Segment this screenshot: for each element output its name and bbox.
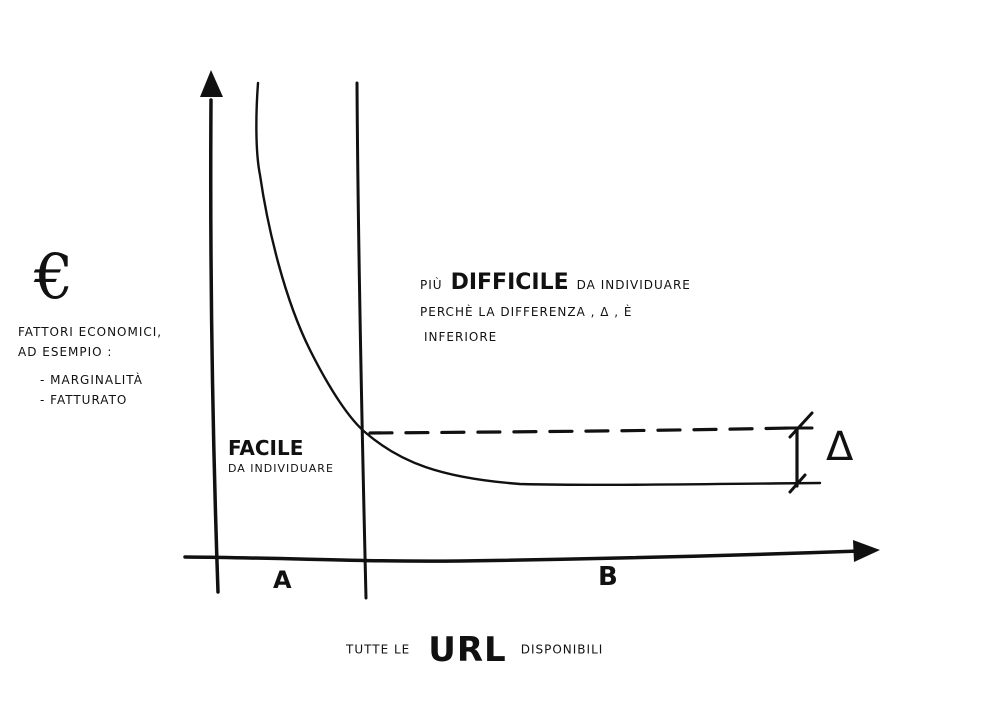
difficult-annotation-line-3: inferiore <box>424 330 498 344</box>
region-b-label: B <box>598 562 619 592</box>
y-axis-label: Fattori economici, ad esempio : - Margin… <box>18 322 162 410</box>
arrow-right-icon <box>853 540 880 562</box>
x-axis-suffix: disponibili <box>520 642 604 657</box>
y-axis-label-line-1: Fattori economici, <box>18 325 163 339</box>
arrow-up-icon <box>200 70 223 97</box>
easy-annotation-title: FACILE <box>228 436 304 460</box>
easy-annotation-sub: da individuare <box>228 462 334 475</box>
cost-curve <box>255 81 822 487</box>
difficult-annotation-line-1: Più DIFFICILE da individuare <box>420 270 691 295</box>
reference-dashed-line <box>368 426 792 435</box>
region-a-label: A <box>273 566 293 594</box>
y-axis-label-line-2: ad esempio : <box>18 345 113 359</box>
x-axis-label: Tutte le URL disponibili <box>346 630 603 670</box>
region-divider <box>355 81 368 600</box>
y-axis-item-marginalita: - Marginalità <box>40 373 143 387</box>
y-axis-item-fatturato: - Fatturato <box>40 393 128 407</box>
difficult-suffix: da individuare <box>576 278 691 292</box>
difficult-annotation-line-2: perchè la differenza , Δ , è <box>420 305 633 319</box>
x-axis <box>183 549 862 563</box>
delta-label: Δ <box>826 424 854 470</box>
euro-symbol: € <box>34 240 74 313</box>
x-axis-prefix: Tutte le <box>346 642 411 657</box>
y-axis <box>209 98 220 594</box>
x-axis-emphasis: URL <box>428 630 507 670</box>
delta-bracket <box>783 411 814 494</box>
difficult-prefix: Più <box>420 278 443 292</box>
difficult-emphasis: DIFFICILE <box>450 270 569 295</box>
